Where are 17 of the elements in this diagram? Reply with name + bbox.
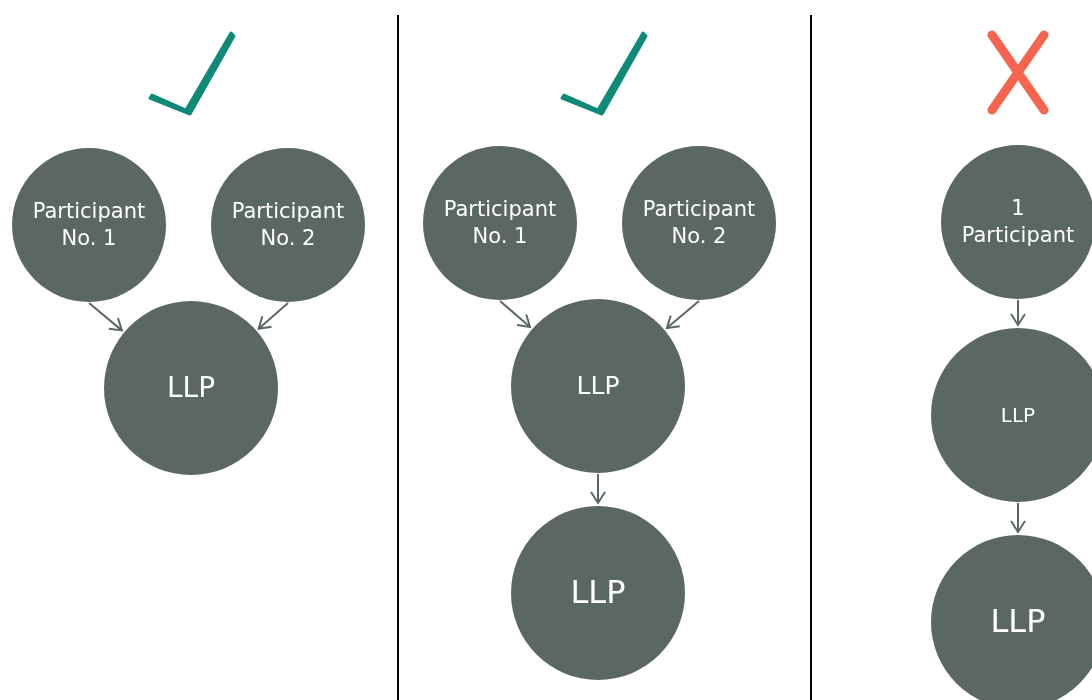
node-label: LLP bbox=[576, 369, 620, 402]
node-label: LLP bbox=[1000, 402, 1036, 428]
node-label: LLP bbox=[990, 601, 1046, 643]
arrow bbox=[499, 300, 531, 329]
node-label: LLP bbox=[166, 369, 216, 406]
arrow bbox=[1010, 299, 1026, 326]
node-label: LLP bbox=[570, 572, 626, 614]
node-label: Participant No. 2 bbox=[641, 195, 757, 250]
node-label: Participant No. 1 bbox=[31, 197, 147, 252]
node-label: 1 Participant bbox=[960, 194, 1076, 249]
arrow bbox=[665, 300, 700, 330]
arrow bbox=[590, 473, 606, 504]
node-label: Participant No. 2 bbox=[230, 197, 346, 252]
arrow bbox=[1010, 502, 1026, 533]
arrow bbox=[257, 302, 289, 330]
arrow bbox=[88, 302, 123, 332]
node-label: Participant No. 1 bbox=[442, 195, 558, 250]
